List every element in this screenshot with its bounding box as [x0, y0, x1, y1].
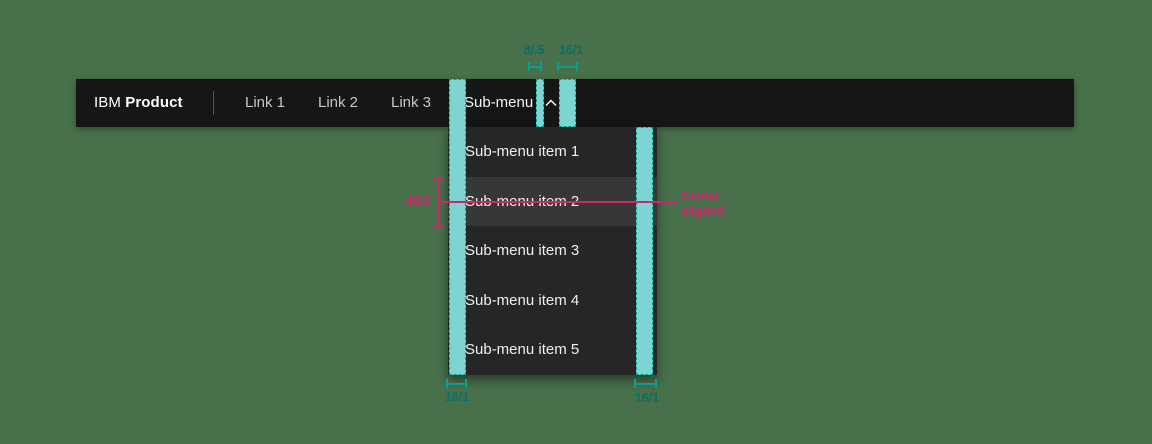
spacing-strip-trigger-right — [559, 79, 576, 127]
measure-beam-icon — [634, 379, 657, 388]
item-height-beam-icon — [433, 177, 443, 227]
measure-beam-icon — [557, 62, 578, 71]
center-alignment-line — [440, 201, 678, 203]
submenu-dropdown: Sub-menu item 1 Sub-menu item 2 Sub-menu… — [448, 127, 657, 375]
submenu-item-3[interactable]: Sub-menu item 3 — [465, 242, 580, 260]
header-divider — [213, 91, 214, 115]
chevron-up-icon[interactable] — [545, 99, 557, 107]
spacing-label-top-large: 16/1 — [558, 43, 584, 57]
brand-prefix: IBM — [94, 94, 121, 111]
measure-beam-icon — [528, 62, 542, 71]
nav-link-1[interactable]: Link 1 — [245, 94, 286, 111]
brand-product-name: Product — [125, 94, 183, 111]
nav-link-3[interactable]: Link 3 — [391, 94, 432, 111]
spacing-strip-dropdown-right — [636, 127, 653, 375]
spacing-strip-left — [449, 79, 466, 375]
submenu-item-5[interactable]: Sub-menu item 5 — [465, 341, 580, 359]
submenu-item-1[interactable]: Sub-menu item 1 — [465, 143, 580, 160]
center-aligned-label: Center aligned — [681, 189, 725, 218]
spacing-label-bottom-right: 16/1 — [634, 391, 660, 405]
submenu-item-4[interactable]: Sub-menu item 4 — [465, 291, 580, 309]
header-brand[interactable]: IBM Product — [94, 79, 183, 127]
nav-link-2[interactable]: Link 2 — [318, 94, 359, 111]
item-height-label: 48/3 — [405, 194, 430, 208]
spacing-label-bottom-left: 16/1 — [444, 390, 470, 404]
submenu-trigger[interactable]: Sub-menu — [464, 94, 534, 111]
spacing-label-top-small: 8/.5 — [523, 43, 545, 57]
measure-beam-icon — [446, 379, 467, 388]
spacing-strip-chevron-gap — [536, 79, 544, 127]
